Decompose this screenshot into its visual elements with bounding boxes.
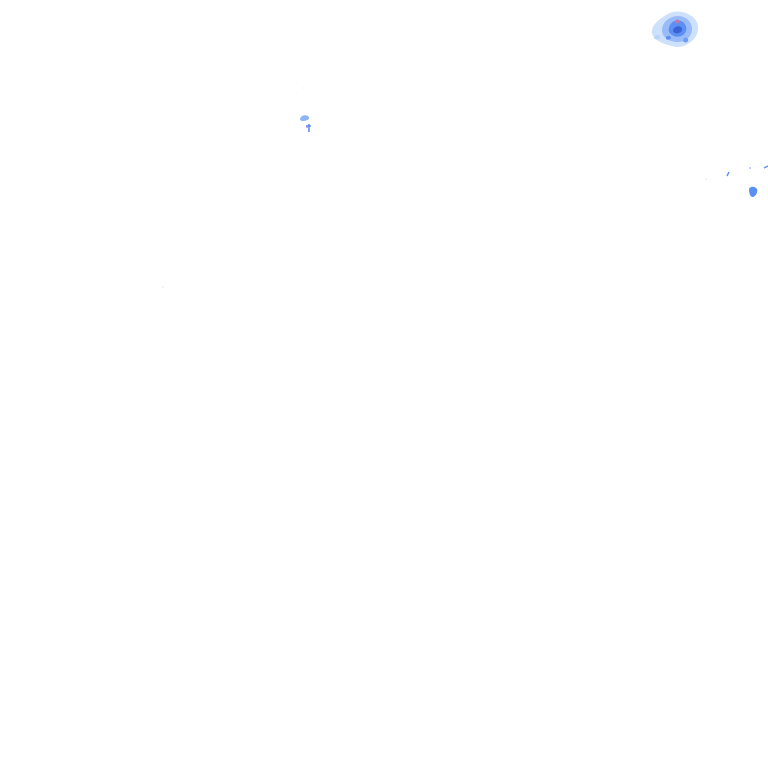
rain-cell-east-edge <box>705 165 768 197</box>
rain-speck-west <box>162 87 304 288</box>
rain-cell-northeast <box>651 11 699 48</box>
rain-cell-center-small <box>300 115 311 132</box>
